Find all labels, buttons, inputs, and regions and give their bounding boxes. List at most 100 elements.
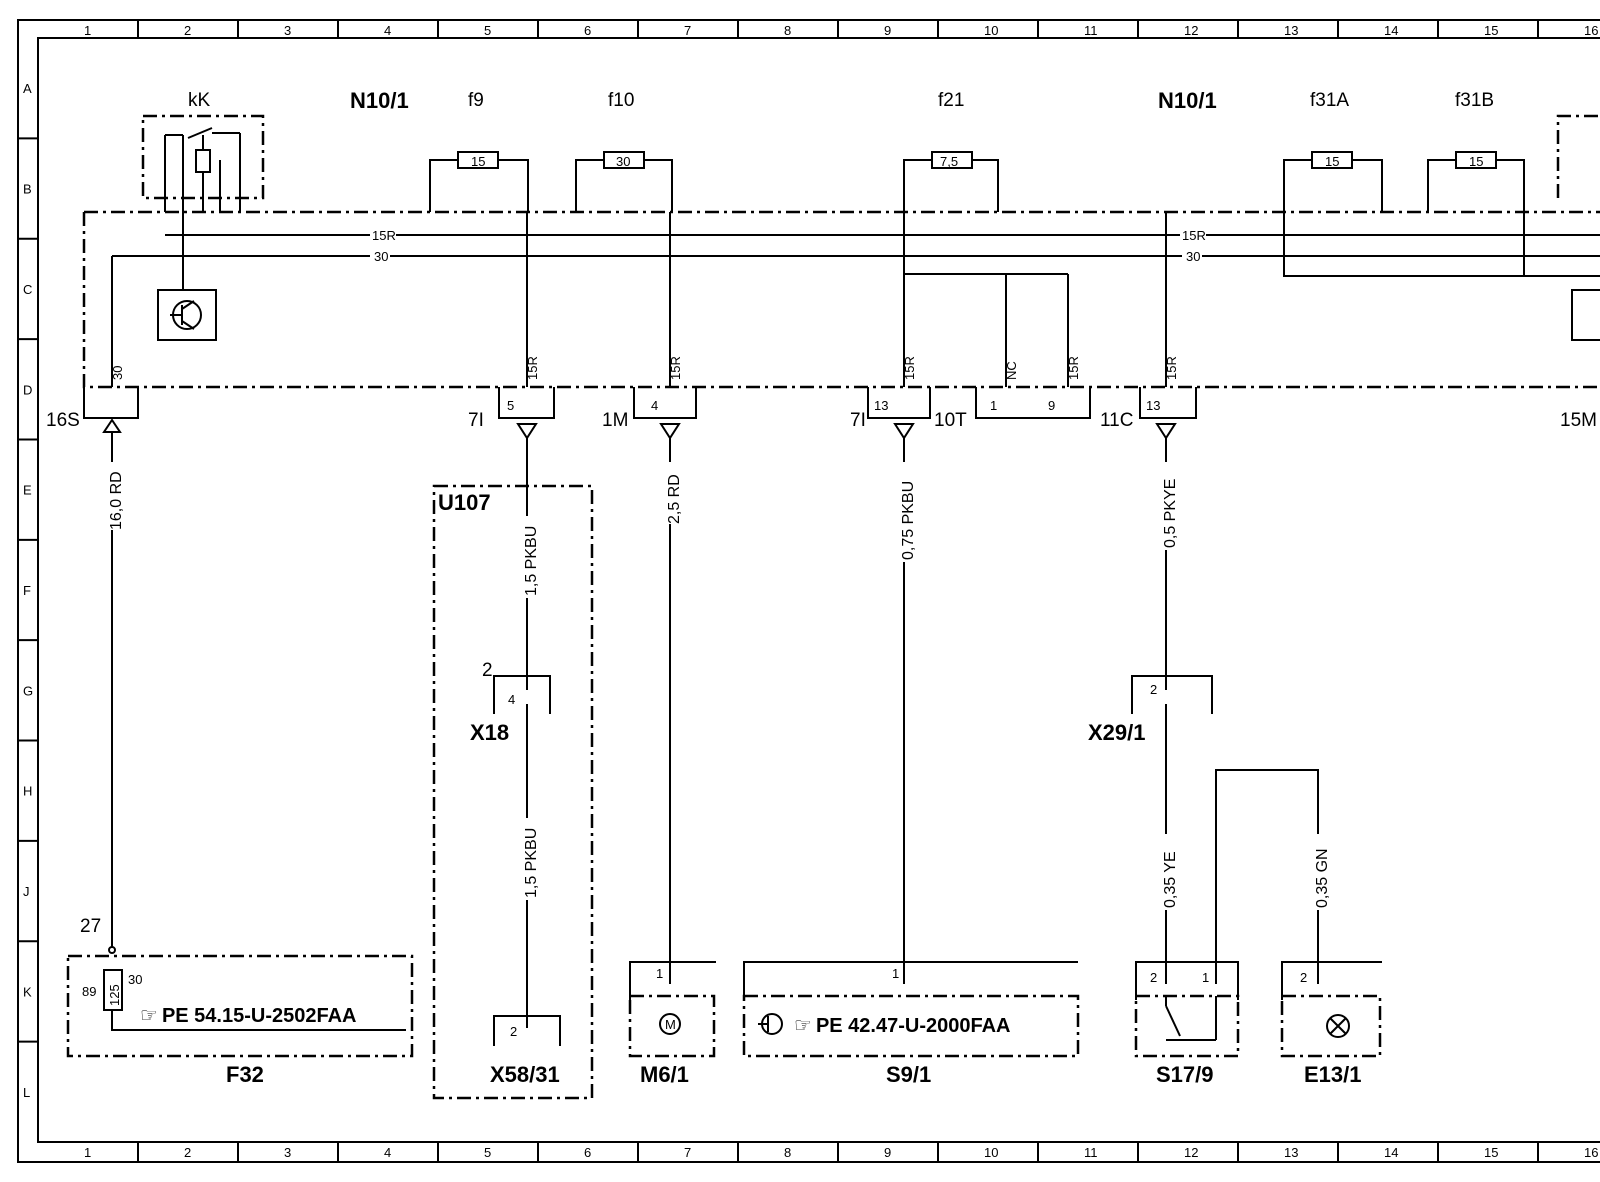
grid-col-bottom: 5 bbox=[484, 1145, 491, 1160]
grid-row-label: K bbox=[23, 984, 32, 999]
svg-text:30: 30 bbox=[616, 154, 630, 169]
n10-right-relay-box bbox=[1556, 114, 1600, 198]
svg-text:0,5 PKYE: 0,5 PKYE bbox=[1162, 479, 1179, 548]
svg-text:0,35 GN: 0,35 GN bbox=[1314, 848, 1331, 908]
svg-text:125: 125 bbox=[107, 984, 122, 1006]
grid-col-top: 11 bbox=[1084, 23, 1098, 38]
connector-11c: 11C 13 bbox=[1100, 387, 1197, 440]
motor-icon bbox=[659, 1013, 681, 1035]
svg-text:7,5: 7,5 bbox=[940, 154, 958, 169]
svg-text:9: 9 bbox=[1048, 398, 1055, 413]
grid-col-bottom: 7 bbox=[684, 1145, 691, 1160]
f31b-label: f31B bbox=[1455, 90, 1494, 111]
outer-frame bbox=[17, 19, 1600, 1163]
svg-text:0,35 YE: 0,35 YE bbox=[1162, 851, 1179, 908]
svg-text:1,5 PKBU: 1,5 PKBU bbox=[523, 828, 540, 898]
s9-transistor-icon bbox=[758, 1013, 783, 1035]
svg-text:1M: 1M bbox=[602, 410, 628, 431]
grid-col-top: 9 bbox=[884, 23, 891, 38]
wire-label-w6: 0,5 PKYE bbox=[1156, 462, 1179, 550]
f32-pin-89: 89 bbox=[82, 984, 96, 999]
wire-label-w7: 0,35 YE bbox=[1156, 834, 1179, 910]
grid-row-label: G bbox=[23, 683, 33, 698]
grid-col-bottom: 9 bbox=[884, 1145, 891, 1160]
f32-box bbox=[66, 954, 414, 1058]
bus-15r-label-left: 15R bbox=[372, 228, 396, 243]
grid-col-bottom: 10 bbox=[984, 1145, 998, 1160]
svg-text:16S: 16S bbox=[46, 410, 80, 431]
n10-label-right: N10/1 bbox=[1158, 88, 1217, 113]
grid-col-top: 4 bbox=[384, 23, 391, 38]
f21-label: f21 bbox=[938, 90, 964, 111]
x29-connector: 2 X29/1 bbox=[1088, 675, 1213, 745]
grid-col-bottom: 8 bbox=[784, 1145, 791, 1160]
pin-15r-11c: 15R bbox=[1164, 356, 1179, 380]
s9-component: 1 ☞PE 42.47-U-2000FAA S9/1 bbox=[742, 961, 1080, 1087]
grid-col-bottom: 2 bbox=[184, 1145, 191, 1160]
grid-col-bottom: 15 bbox=[1484, 1145, 1498, 1160]
grid-col-bottom: 1 bbox=[84, 1145, 91, 1160]
grid-row-label: C bbox=[23, 282, 32, 297]
f32-node-label: 27 bbox=[80, 916, 101, 937]
svg-text:7I: 7I bbox=[468, 410, 484, 431]
svg-text:2,5 RD: 2,5 RD bbox=[666, 474, 683, 524]
relay-icon bbox=[164, 127, 241, 212]
grid-row-label: B bbox=[23, 182, 32, 197]
kk-label: kK bbox=[188, 90, 211, 111]
svg-text:S9/1: S9/1 bbox=[886, 1062, 931, 1087]
svg-text:M6/1: M6/1 bbox=[640, 1062, 689, 1087]
svg-text:0,75 PKBU: 0,75 PKBU bbox=[900, 481, 917, 560]
connector-7i-a: 7I 5 bbox=[468, 387, 555, 440]
svg-text:☞PE 42.47-U-2000FAA: ☞PE 42.47-U-2000FAA bbox=[794, 1015, 1010, 1037]
grid-col-top: 16 bbox=[1584, 23, 1598, 38]
grid-row-label: F bbox=[23, 583, 31, 598]
x18-connector: 2 4 X18 bbox=[470, 660, 551, 745]
svg-text:15: 15 bbox=[1469, 154, 1483, 169]
connector-7i-b: 7I 13 bbox=[850, 387, 931, 440]
wire-label-w3: 1,5 PKBU bbox=[517, 818, 540, 900]
pin-15r-f10: 15R bbox=[668, 356, 683, 380]
pin-15r-f21: 15R bbox=[902, 356, 917, 380]
svg-text:X18: X18 bbox=[470, 720, 509, 745]
svg-text:11C: 11C bbox=[1100, 410, 1133, 431]
svg-text:15: 15 bbox=[471, 154, 485, 169]
fuse-f10: 30 bbox=[575, 151, 673, 212]
svg-text:M: M bbox=[665, 1017, 676, 1032]
svg-text:10T: 10T bbox=[934, 410, 967, 431]
fuse-f21: 7,5 bbox=[903, 151, 999, 212]
grid-col-top: 2 bbox=[184, 23, 191, 38]
grid-col-top: 5 bbox=[484, 23, 491, 38]
svg-text:2: 2 bbox=[510, 1024, 517, 1039]
pin-15r-10t: 15R bbox=[1066, 356, 1081, 380]
x58-connector: 2 X58/31 bbox=[490, 1015, 561, 1087]
grid-row-label: A bbox=[23, 81, 32, 96]
wire-label-w4: 2,5 RD bbox=[660, 462, 683, 524]
transistor-box bbox=[157, 289, 217, 341]
grid-col-top: 1 bbox=[84, 23, 91, 38]
grid-col-top: 7 bbox=[684, 23, 691, 38]
grid-col-bottom: 14 bbox=[1384, 1145, 1398, 1160]
wire-label-w2: 1,5 PKBU bbox=[517, 516, 540, 598]
f9-label: f9 bbox=[468, 90, 484, 111]
inner-frame bbox=[37, 37, 1600, 1143]
grid-col-bottom: 6 bbox=[584, 1145, 591, 1160]
wire-label-w1: 16,0 RD bbox=[102, 462, 125, 530]
bus-30-label-left: 30 bbox=[374, 249, 388, 264]
switch-icon bbox=[1165, 996, 1217, 1041]
svg-text:1,5 PKBU: 1,5 PKBU bbox=[523, 526, 540, 596]
grid-col-bottom: 11 bbox=[1084, 1145, 1098, 1160]
svg-text:5: 5 bbox=[507, 398, 514, 413]
f32-pin-30: 30 bbox=[128, 972, 142, 987]
svg-text:16,0 RD: 16,0 RD bbox=[108, 471, 125, 530]
grid-row-label: D bbox=[23, 382, 32, 397]
svg-text:2: 2 bbox=[1150, 682, 1157, 697]
grid-col-bottom: 3 bbox=[284, 1145, 291, 1160]
svg-text:2: 2 bbox=[482, 660, 493, 681]
grid-row-label: H bbox=[23, 784, 32, 799]
f10-label: f10 bbox=[608, 90, 634, 111]
n10-label-left: N10/1 bbox=[350, 88, 409, 113]
